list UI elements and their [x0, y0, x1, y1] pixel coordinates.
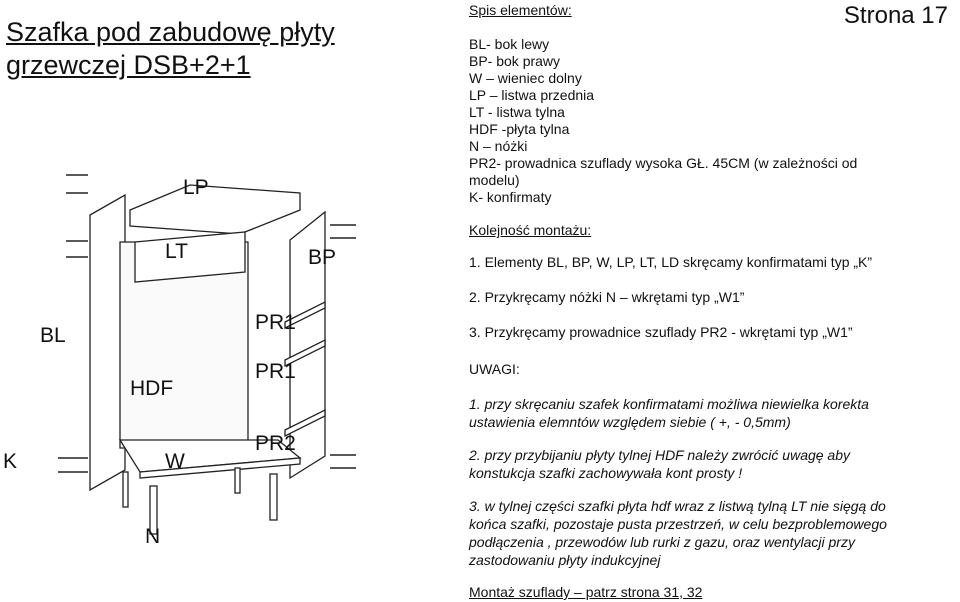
- parts-item: modelu): [469, 172, 520, 188]
- warning-heading: UWAGI:: [469, 361, 520, 377]
- drawer-runner-2: [284, 338, 326, 368]
- note-line: końca szafki, pozostaje pusta przestrzeń…: [469, 516, 887, 532]
- assembly-step: 2. Przykręcamy nóżki N – wkrętami typ „W…: [469, 289, 745, 305]
- label-k: K: [3, 450, 18, 473]
- bolt-group-right: [330, 224, 356, 469]
- label-pr1-top: PR1: [255, 311, 296, 334]
- bottom-panel-edge: [139, 457, 301, 479]
- note-line: podłączenia , przewodów lub rurki z gazu…: [469, 534, 855, 550]
- warning-note: 3. w tylnej części szafki płyta hdf wraz…: [469, 497, 944, 569]
- parts-item: LP – listwa przednia: [469, 87, 595, 103]
- assembly-order-heading: Kolejność montażu:: [469, 222, 592, 238]
- parts-heading: Spis elementów:: [469, 2, 572, 18]
- note-line: 3. w tylnej części szafki płyta hdf wraz…: [469, 498, 886, 514]
- leg-4: [269, 473, 278, 521]
- drawer-runner-3: [284, 408, 326, 438]
- rear-rail: [134, 231, 246, 283]
- label-n: N: [145, 525, 161, 548]
- parts-item: N – nóżki: [469, 138, 528, 154]
- label-lt: LT: [165, 240, 188, 263]
- parts-item: K- konfirmaty: [469, 189, 552, 205]
- label-w: W: [165, 450, 185, 473]
- bolt-group-left: [58, 174, 88, 473]
- drawer-assembly-link[interactable]: Montaż szuflady – patrz strona 31, 32: [469, 584, 703, 600]
- leg-3: [234, 467, 241, 494]
- parts-item: LT - listwa tylna: [469, 104, 565, 120]
- assembly-step: 3. Przykręcamy prowadnice szuflady PR2 -…: [469, 324, 853, 340]
- parts-item: BL- bok lewy: [469, 36, 550, 52]
- warning-note: 1. przy skręcaniu szafek konfirmatami mo…: [469, 395, 944, 431]
- parts-list: BL- bok lewy BP- bok prawy W – wieniec d…: [469, 36, 939, 206]
- parts-item: HDF -płyta tylna: [469, 121, 570, 137]
- leg-2: [149, 485, 158, 535]
- front-rail: [129, 184, 301, 235]
- note-line: 1. przy skręcaniu szafek konfirmatami mo…: [469, 396, 869, 412]
- note-line: zastodowaniu płyty indukcyjnej: [469, 552, 661, 568]
- parts-item: PR2- prowadnica szuflady wysoka GŁ. 45CM…: [469, 155, 858, 171]
- note-line: 2. przy przybijaniu płyty tylnej HDF nal…: [469, 447, 851, 463]
- warning-note: 2. przy przybijaniu płyty tylnej HDF nal…: [469, 446, 944, 482]
- label-pr2: PR2: [255, 432, 296, 455]
- label-bp: BP: [308, 246, 337, 269]
- left-side-panel: [89, 193, 126, 492]
- label-hdf: HDF: [130, 377, 174, 400]
- page-number: Strona 17: [843, 2, 948, 29]
- note-line: konstukcja szafki zachowywała kont prost…: [469, 465, 743, 481]
- leg-1: [122, 471, 129, 508]
- cabinet-exploded-diagram: [58, 174, 356, 535]
- label-lp: LP: [183, 176, 209, 199]
- label-pr1-bottom: PR1: [255, 360, 296, 383]
- note-line: ustawienia elemntów względem siebie ( +,…: [469, 414, 791, 430]
- parts-item: BP- bok prawy: [469, 53, 561, 69]
- document-title: Szafka pod zabudowę płyty grzewczej DSB+…: [6, 17, 335, 80]
- assembly-step: 1. Elementy BL, BP, W, LP, LT, LD skręca…: [469, 254, 873, 270]
- parts-item: W – wieniec dolny: [469, 70, 582, 86]
- label-bl: BL: [40, 324, 66, 347]
- drawer-runner-1: [284, 300, 326, 330]
- right-side-panel: [289, 210, 326, 480]
